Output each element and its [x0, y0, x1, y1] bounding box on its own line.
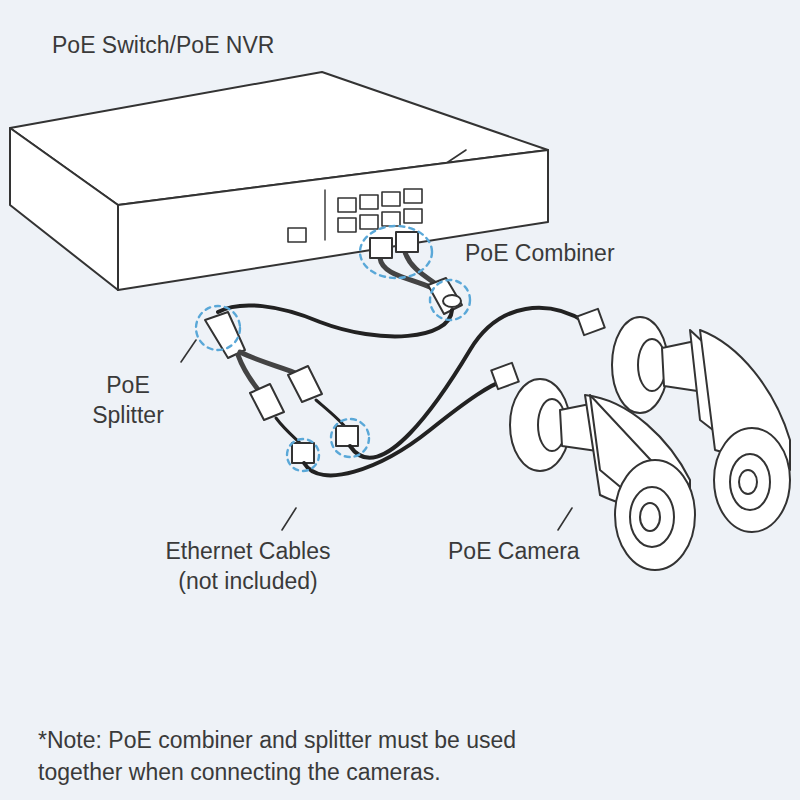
- part-label: PoE Switch/PoE NVR: [52, 30, 352, 60]
- poe-combiner: [370, 232, 462, 314]
- part-label: Ethernet Cables (not included): [148, 536, 348, 596]
- switch-side: [10, 128, 118, 290]
- ethernet-cable: [304, 380, 505, 475]
- part-label: PoE Camera: [448, 536, 648, 566]
- leader-line: [181, 340, 196, 362]
- poe-splitter: [205, 312, 358, 463]
- highlight-circle: [196, 226, 470, 471]
- note-text: *Note: PoE combiner and splitter must be…: [38, 724, 598, 788]
- switch-front: [118, 150, 548, 290]
- part-label: PoE Combiner: [465, 238, 665, 268]
- part-label: PoE Splitter: [72, 370, 184, 430]
- leader-line: [558, 508, 572, 530]
- leader-line: [282, 508, 296, 530]
- leader-line: [448, 150, 466, 162]
